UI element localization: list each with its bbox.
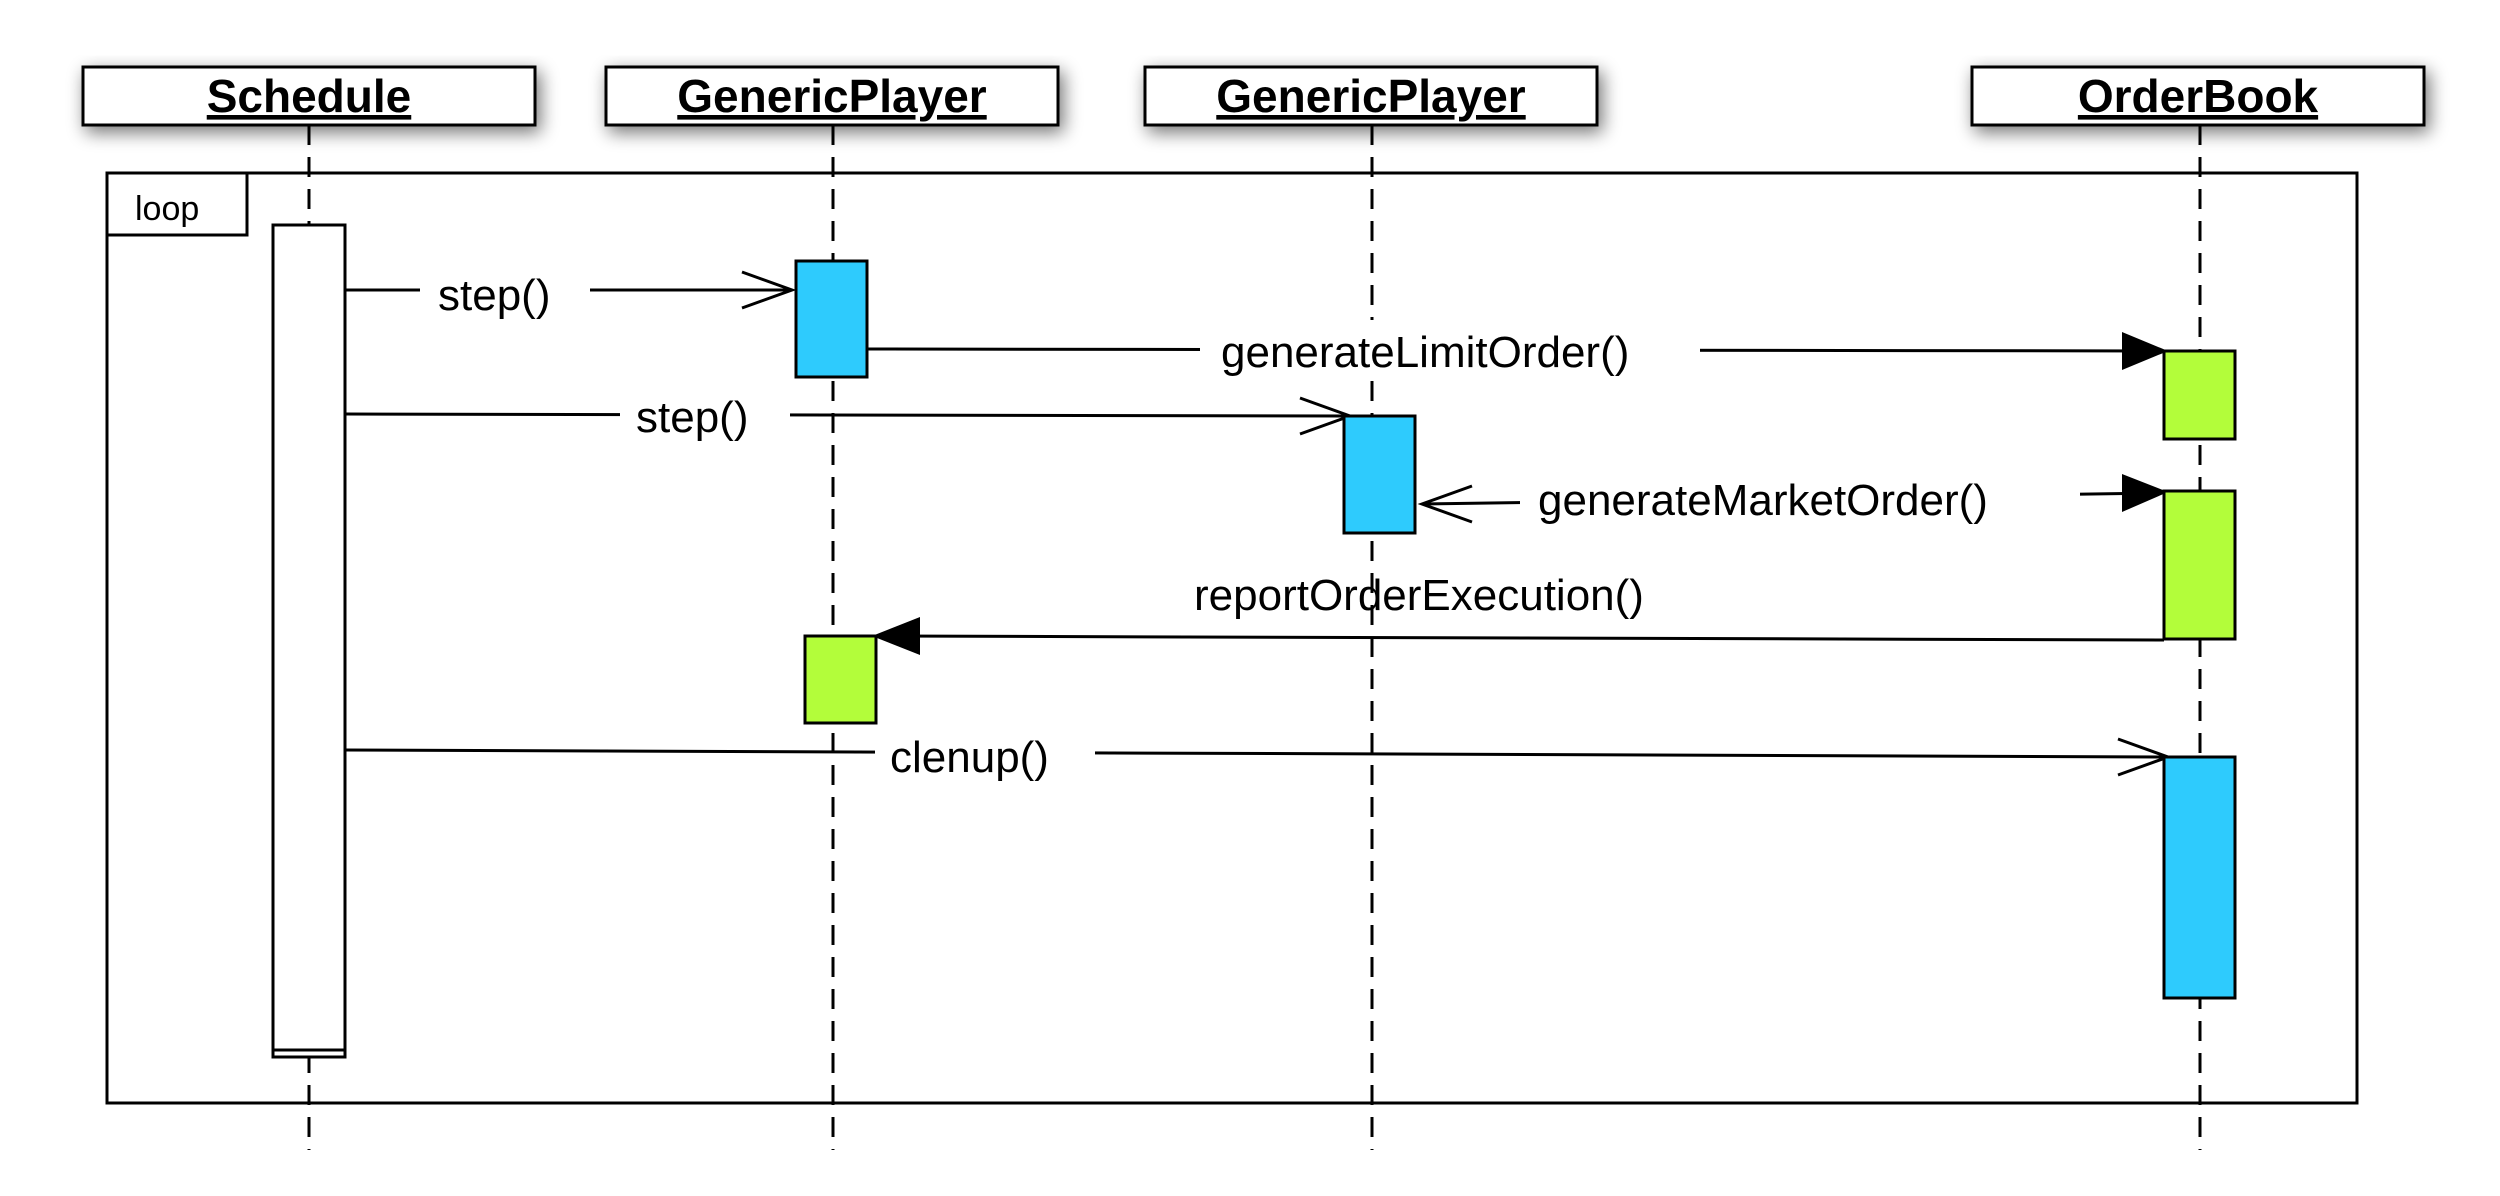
message-generatemarketorder-arrowhead: [2122, 474, 2168, 512]
message-clenup-label: clenup(): [890, 733, 1049, 782]
participant-orderbook-label: OrderBook: [2078, 70, 2319, 122]
message-clenup-line: [344, 748, 2169, 759]
message-step-1-label: step(): [438, 271, 550, 320]
activation-genericplayer-2-blue: [1342, 414, 1417, 535]
participant-orderbook: [1970, 65, 2426, 127]
activation-schedule: [271, 223, 347, 1059]
activation-orderbook-green-1: [2162, 349, 2237, 441]
message-reportorderexecution-label: reportOrderExecution(): [1194, 571, 1644, 620]
message-step-2-label-bg: [620, 385, 790, 445]
activation-orderbook-blue: [2162, 755, 2237, 1000]
message-generatelimitorder-label: generateLimitOrder(): [1221, 328, 1629, 377]
activation-orderbook-green-2: [2162, 489, 2237, 641]
participant-schedule: [81, 65, 537, 127]
loop-frame-label: loop: [135, 190, 199, 228]
loop-frame: [105, 171, 2359, 1105]
participant-genericplayer-2: [1143, 65, 1599, 127]
message-generatemarketorder-label: generateMarketOrder(): [1538, 476, 1988, 525]
message-reportorderexecution-arrowhead: [872, 617, 920, 655]
message-step-2-line: [344, 412, 1351, 418]
participant-schedule-label: Schedule: [207, 70, 412, 122]
message-generatelimitorder-arrowhead: [2122, 332, 2168, 370]
activation-genericplayer-1-green: [803, 634, 878, 725]
message-generatelimitorder-label-bg: [1200, 320, 1700, 380]
participant-genericplayer-2-label: GenericPlayer: [1216, 70, 1526, 122]
participant-genericplayer-1-label: GenericPlayer: [677, 70, 987, 122]
message-step-1-arrowhead: [741, 270, 797, 310]
loop-frame-tab: [105, 171, 249, 237]
participant-genericplayer-1: [604, 65, 1060, 127]
message-generatemarketorder-open-arrowhead: [1417, 484, 1473, 524]
message-clenup-label-bg: [875, 725, 1095, 785]
message-step-2-label: step(): [636, 393, 748, 442]
message-reportorderexecution-line: [879, 634, 2165, 642]
message-step-1-label-bg: [420, 260, 590, 320]
activation-genericplayer-1-blue: [794, 259, 869, 379]
message-generatemarketorder-label-bg: [1520, 470, 2080, 530]
